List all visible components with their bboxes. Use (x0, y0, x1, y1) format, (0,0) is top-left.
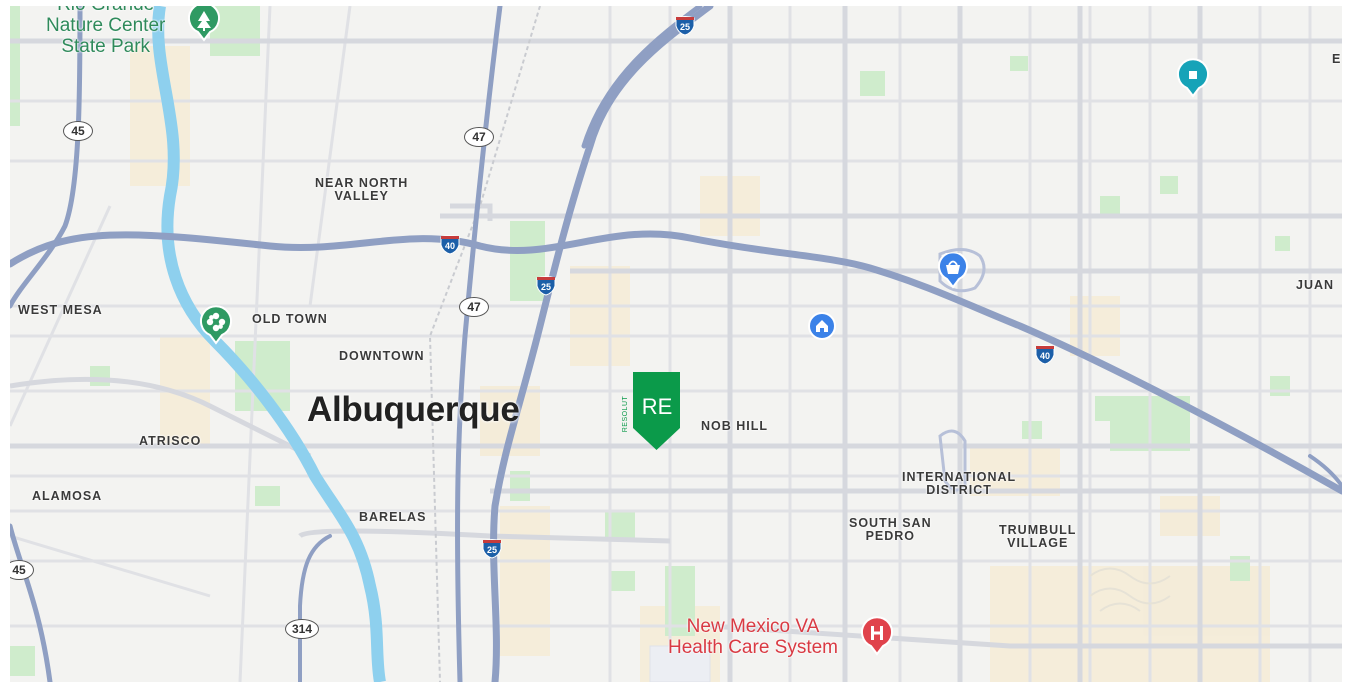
nob-hill-label: NOB HILL (701, 419, 769, 433)
va-hospital-label[interactable]: New Mexico VA Health Care System (668, 616, 839, 658)
map-canvas[interactable]: 25 40 25 40 25 45 47 47 45 314 (10, 6, 1342, 682)
west-mesa-label: WEST MESA (18, 303, 103, 317)
resolut-logo-marker: RE RESOLUT (622, 372, 680, 450)
state-route-45-marker: 45 (63, 121, 93, 141)
state-route-icon: 45 (12, 563, 26, 577)
interstate-shield-icon: 25 (536, 276, 556, 296)
shopping-icon (938, 251, 968, 289)
city-label-albuquerque: Albuquerque (307, 390, 520, 429)
shopping-pin[interactable] (937, 251, 969, 294)
rio-grande-nature-center-label[interactable]: Rio Grande Nature Center State Park (46, 6, 166, 57)
transit-pin[interactable] (1176, 58, 1210, 103)
rio-grande-river (152, 6, 386, 682)
trumbull-village-label: TRUMBULL VILLAGE (999, 523, 1077, 550)
barelas-label: BARELAS (359, 510, 427, 524)
svg-text:25: 25 (680, 22, 690, 32)
international-district-label: INTERNATIONAL DISTRICT (902, 470, 1017, 497)
state-route-47-marker: 47 (464, 127, 494, 147)
near-north-valley-label: NEAR NORTH VALLEY (315, 176, 409, 203)
state-route-45-marker: 45 (10, 560, 34, 580)
svg-text:40: 40 (445, 241, 455, 251)
alamosa-label: ALAMOSA (32, 489, 103, 503)
hospital-icon (861, 616, 893, 656)
downtown-label: DOWNTOWN (339, 349, 425, 363)
svg-text:25: 25 (487, 545, 497, 555)
interstate-shield-icon: 40 (1035, 345, 1055, 365)
interstate-25-shield: 25 (481, 537, 503, 559)
interstate-shield-icon: 40 (440, 235, 460, 255)
interstate-40-shield: 40 (1034, 343, 1056, 365)
tree-icon (188, 6, 220, 42)
home-pin[interactable] (808, 312, 836, 345)
home-icon (808, 312, 836, 340)
state-route-icon: 45 (71, 124, 85, 138)
atrisco-label: ATRISCO (139, 434, 202, 448)
svg-text:25: 25 (541, 282, 551, 292)
hospital-pin[interactable] (860, 616, 894, 661)
interstate-shield-icon: 25 (675, 16, 695, 36)
interstate-shield-icon: 25 (482, 539, 502, 559)
state-route-47-marker: 47 (459, 297, 489, 317)
flower-garden-icon (200, 305, 232, 345)
svg-text:RESOLUT: RESOLUT (622, 395, 629, 432)
state-route-icon: 314 (291, 622, 313, 636)
interstate-25-shield: 25 (674, 14, 696, 36)
interstate-25-shield: 25 (535, 274, 557, 296)
resolut-location-marker[interactable]: RE RESOLUT (619, 370, 681, 457)
square-stop-icon (1177, 58, 1209, 98)
edge-label: E (1332, 52, 1342, 66)
old-town-label: OLD TOWN (252, 312, 328, 326)
state-route-314-marker: 314 (285, 619, 319, 639)
south-san-pedro-label: SOUTH SAN PEDRO (849, 516, 932, 543)
state-route-icon: 47 (467, 300, 481, 314)
interstate-40-shield: 40 (439, 233, 461, 255)
park-pin[interactable] (187, 6, 221, 47)
svg-text:RE: RE (642, 394, 673, 419)
svg-text:40: 40 (1040, 351, 1050, 361)
state-route-icon: 47 (472, 130, 486, 144)
garden-pin[interactable] (199, 305, 233, 350)
juan-label: JUAN (1296, 278, 1335, 292)
